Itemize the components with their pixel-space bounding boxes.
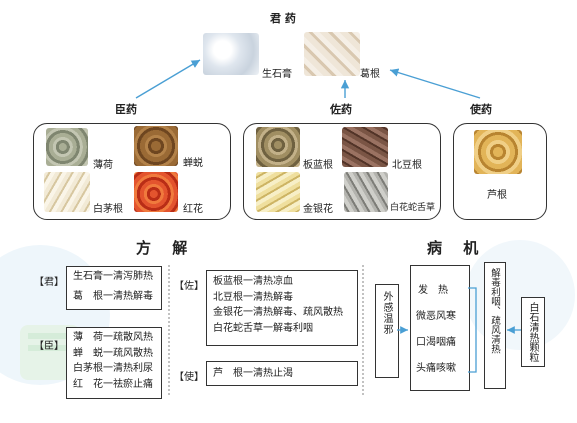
bingji-product-box (521, 297, 545, 367)
bingji-effect-box (484, 262, 506, 389)
fangjie-shi-line: 芦 根一清热止渴 (213, 368, 293, 379)
bingji-cause-box (375, 284, 399, 378)
fangjie-zuo-line: 金银花一清热解毒、疏风散热 (213, 307, 343, 318)
fangjie-chen-line: 白茅根一清热利尿 (73, 363, 153, 374)
fangjie-jun-box: 生石膏一清泻肺热 葛 根一清热解毒 (66, 266, 162, 310)
bingji-effect: 解毒利咽、疏风清热 (489, 268, 500, 354)
fangjie-shi-tag: 【使】 (174, 372, 204, 383)
herb-image-gegen (304, 32, 360, 76)
arrow-shi-to-gegen (389, 68, 481, 99)
bingji-symptom: 头痛咳嗽 (416, 363, 456, 374)
chen-label: 臣药 (115, 103, 137, 116)
bingji-cause: 外感温邪 (381, 291, 392, 335)
fangjie-shi-box: 芦 根一清热止渴 (206, 361, 358, 386)
bingji-symptom: 微恶风寒 (416, 311, 456, 322)
herb-name-banlangen: 板蓝根 (303, 160, 333, 171)
fangjie-jun-line: 生石膏一清泻肺热 (73, 271, 153, 282)
arrow-chen-to-shigao (135, 59, 201, 99)
jun-label: 君 药 (270, 12, 296, 25)
herb-image-lugen (474, 130, 522, 174)
herb-name-bohe: 薄荷 (93, 160, 113, 171)
herb-image-honghua (134, 172, 178, 212)
bingji-title: 病 机 (427, 239, 487, 257)
herb-name-chantui: 蝉蜕 (183, 158, 203, 169)
fangjie-zuo-box: 板蓝根一清热凉血 北豆根一清热解毒 金银花一清热解毒、疏风散热 白花蛇舌草一解毒… (206, 270, 358, 346)
fangjie-jun-tag: 【君】 (34, 277, 64, 288)
herb-name-beidougen: 北豆根 (392, 160, 422, 171)
bingji-symptom: 发 热 (418, 285, 448, 296)
herb-image-beidougen (342, 127, 388, 167)
herb-image-chantui (134, 126, 178, 166)
herb-name-honghua: 红花 (183, 204, 203, 215)
fangjie-title: 方 解 (136, 239, 196, 257)
bracket-symptoms (468, 287, 477, 373)
herb-name-shigao: 生石膏 (262, 69, 292, 80)
bingji-product: 白石清热颗粒 (527, 302, 538, 362)
fangjie-zuo-line: 板蓝根一清热凉血 (213, 276, 293, 287)
fangjie-zuo-tag: 【佐】 (174, 281, 204, 292)
herb-image-jinyinhua (256, 172, 300, 212)
herb-name-baihuasheshecao: 白花蛇舌草 (390, 203, 436, 213)
zuo-label: 佐药 (330, 103, 352, 116)
shi-label: 使药 (470, 103, 492, 116)
herb-image-baimaogen (44, 172, 90, 212)
herb-name-lugen: 芦根 (487, 190, 507, 201)
fangjie-zuo-line: 北豆根一清热解毒 (213, 291, 293, 303)
herb-image-shigao (203, 33, 259, 75)
fangjie-chen-tag: 【臣】 (34, 341, 64, 352)
bingji-symptom: 口渴咽痛 (416, 337, 456, 348)
herb-image-banlangen (256, 127, 300, 167)
herb-image-bohe (46, 128, 88, 166)
herb-name-jinyinhua: 金银花 (303, 204, 333, 215)
fangjie-chen-line: 薄 荷一疏散风热 (73, 332, 153, 343)
fangjie-chen-box: 薄 荷一疏散风热 蝉 蜕一疏风散热 白茅根一清热利尿 红 花一祛瘀止痛 (66, 327, 162, 399)
bingji-symptom-box (410, 265, 470, 391)
herb-name-gegen: 葛根 (360, 69, 380, 80)
herb-image-baihuasheshecao (344, 172, 388, 212)
herb-name-baimaogen: 白茅根 (93, 204, 123, 215)
fangjie-chen-line: 红 花一祛瘀止痛 (73, 378, 153, 390)
fangjie-chen-line: 蝉 蜕一疏风散热 (73, 347, 153, 359)
fangjie-jun-line: 葛 根一清热解毒 (73, 290, 153, 302)
fangjie-zuo-line: 白花蛇舌草一解毒利咽 (213, 322, 313, 334)
